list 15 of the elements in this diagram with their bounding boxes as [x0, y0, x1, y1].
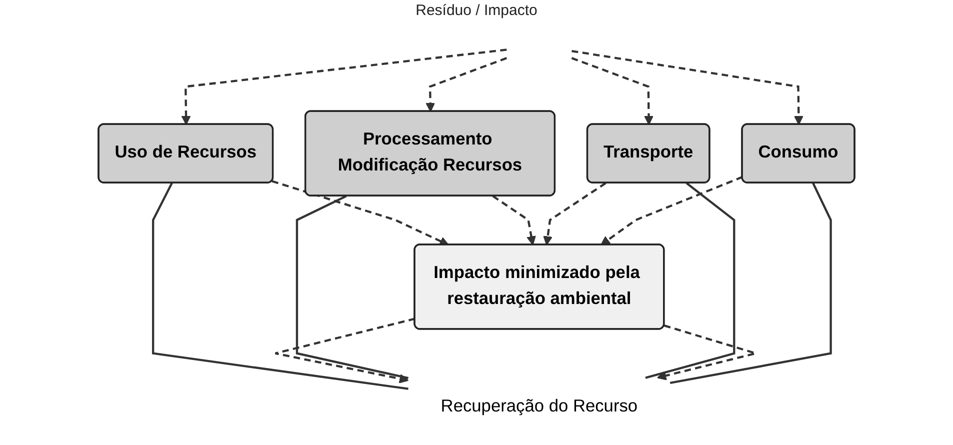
flow-label: Resíduo / Impacto	[416, 2, 538, 19]
arrow	[426, 57, 508, 112]
arrow	[492, 195, 536, 246]
node-text: Recuperação do Recurso	[440, 397, 638, 416]
connector	[670, 182, 832, 384]
connector	[296, 195, 408, 380]
arrow	[274, 318, 416, 384]
connector	[152, 182, 408, 390]
arrow	[571, 57, 654, 125]
connector	[645, 182, 736, 379]
arrow	[181, 48, 507, 125]
arrow	[272, 180, 449, 246]
arrow	[600, 176, 743, 246]
arrow	[543, 182, 606, 246]
arrow	[572, 50, 804, 125]
